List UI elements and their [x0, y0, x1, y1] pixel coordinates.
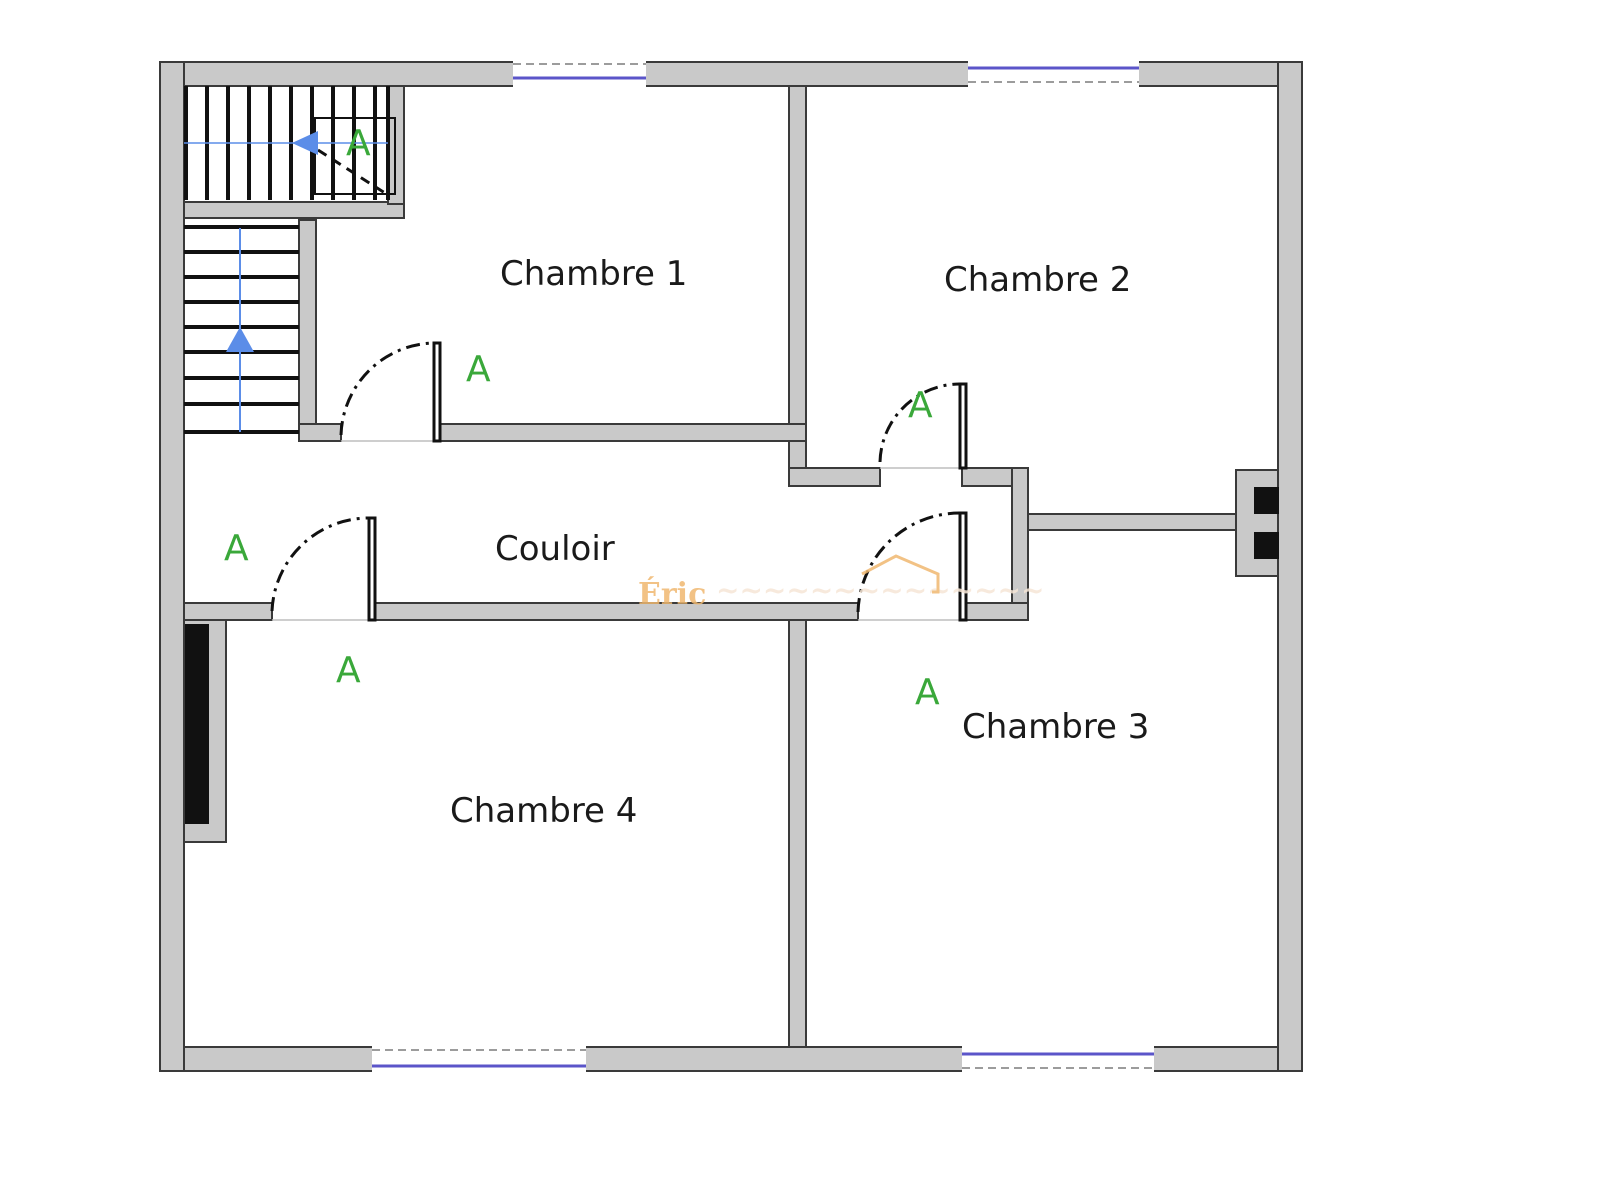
stair-arrow-icon: [226, 327, 254, 352]
windows: [372, 60, 1154, 1073]
window-icon: [513, 60, 646, 88]
room-label-couloir: Couloir: [495, 529, 615, 569]
wall-landing: [183, 201, 405, 219]
door-swing-icon: [270, 516, 377, 622]
room-label-chambre-4: Chambre 4: [450, 791, 637, 831]
door-marker: A: [915, 672, 940, 713]
door-swing-icon: [878, 382, 968, 470]
door-marker: A: [908, 385, 933, 426]
exterior-wall-right: [1277, 61, 1303, 1072]
door-swing-icon: [856, 511, 968, 622]
watermark-house-icon: [861, 554, 940, 594]
chimney-flue-icon: [1254, 487, 1279, 559]
niche-fill: [185, 624, 209, 824]
watermark-faded-name: ~~~~~~~~~~~~~~: [716, 574, 1044, 607]
door-marker: A: [224, 528, 249, 569]
door-swing-icon: [339, 341, 442, 443]
chimney-block: [1235, 469, 1279, 577]
door-marker: A: [466, 349, 491, 390]
wall-couloir-south-a: [183, 602, 273, 621]
wall-c1-bottom-a: [298, 423, 342, 442]
room-label-chambre-1: Chambre 1: [500, 254, 687, 294]
wall-c2-bottom-a: [788, 467, 881, 487]
room-label-chambre-3: Chambre 3: [962, 707, 1149, 747]
watermark: Éric ~~~~~~~~~~~~~~: [638, 554, 1044, 612]
window-icon: [968, 60, 1139, 88]
exterior-wall-left: [159, 61, 185, 1072]
door-marker: A: [346, 123, 371, 164]
staircase: [184, 86, 396, 434]
door-markers: A A A A A A: [224, 123, 940, 713]
room-label-chambre-2: Chambre 2: [944, 260, 1131, 300]
window-icon: [962, 1045, 1154, 1073]
watermark-text: Éric: [638, 576, 706, 612]
wall-c4-c3: [788, 619, 807, 1048]
stair-flight-upper: [184, 86, 396, 200]
stair-arrow-icon: [292, 131, 318, 155]
wall-c1-left: [298, 219, 317, 441]
door-marker: A: [336, 650, 361, 691]
stair-flight-lower: [184, 225, 299, 434]
wall-c1-bottom-b: [435, 423, 807, 442]
window-icon: [372, 1045, 586, 1073]
door-sills: [272, 440, 962, 621]
interior-walls: [183, 85, 1279, 1048]
